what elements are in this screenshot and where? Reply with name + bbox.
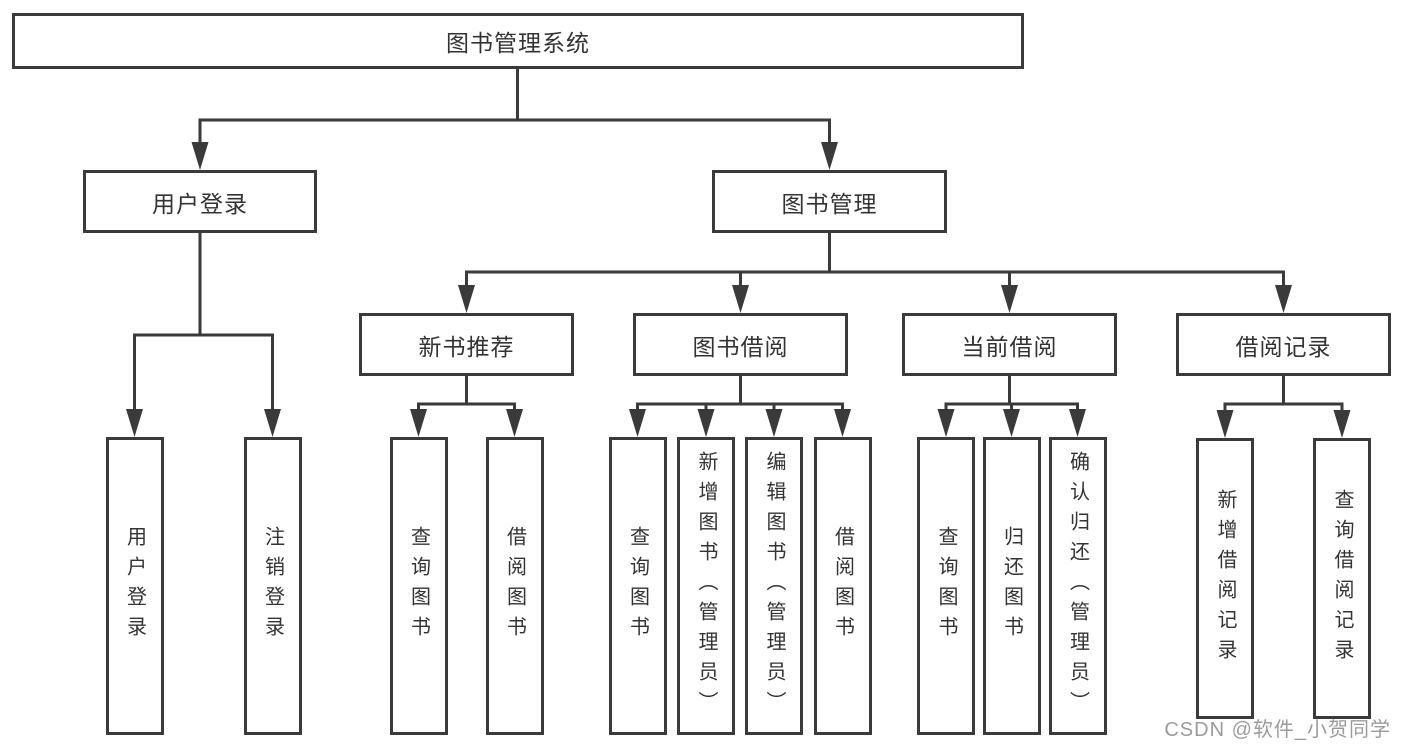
leaf-query-book-2: 查询图书 bbox=[608, 437, 667, 735]
leaf-logout-label: 注销登录 bbox=[261, 526, 284, 646]
leaf-user-login: 用户登录 bbox=[105, 437, 164, 735]
node-borrow-records: 借阅记录 bbox=[1176, 313, 1391, 376]
leaf-return-book: 归还图书 bbox=[982, 437, 1041, 735]
leaf-edit-book-admin-label: 编辑图书（管理员） bbox=[763, 451, 785, 721]
leaf-query-book-2-label: 查询图书 bbox=[626, 526, 649, 646]
leaf-add-book-admin-label: 新增图书（管理员） bbox=[695, 451, 717, 721]
leaf-add-borrow-record: 新增借阅记录 bbox=[1196, 438, 1254, 719]
leaf-user-login-label: 用户登录 bbox=[123, 526, 146, 646]
leaf-add-book-admin: 新增图书（管理员） bbox=[677, 437, 735, 735]
leaf-borrow-book-2-label: 借阅图书 bbox=[831, 526, 854, 646]
leaf-borrow-book-2: 借阅图书 bbox=[813, 437, 872, 735]
leaf-query-book-1: 查询图书 bbox=[389, 437, 448, 735]
node-root: 图书管理系统 bbox=[12, 13, 1024, 69]
node-new-book-recommend: 新书推荐 bbox=[359, 313, 574, 376]
node-book-management: 图书管理 bbox=[712, 170, 947, 233]
node-current-borrow: 当前借阅 bbox=[902, 313, 1117, 376]
leaf-edit-book-admin: 编辑图书（管理员） bbox=[745, 437, 803, 735]
leaf-query-borrow-record-label: 查询借阅记录 bbox=[1331, 488, 1353, 669]
leaf-logout: 注销登录 bbox=[243, 437, 302, 735]
leaf-query-book-1-label: 查询图书 bbox=[407, 526, 430, 646]
leaf-query-book-3-label: 查询图书 bbox=[935, 526, 957, 646]
leaf-confirm-return-admin-label: 确认归还（管理员） bbox=[1066, 451, 1089, 721]
leaf-borrow-book-1: 借阅图书 bbox=[485, 437, 544, 735]
leaf-query-borrow-record: 查询借阅记录 bbox=[1313, 438, 1371, 719]
leaf-query-book-3: 查询图书 bbox=[917, 437, 975, 735]
node-user-login: 用户登录 bbox=[83, 170, 317, 233]
leaf-borrow-book-1-label: 借阅图书 bbox=[503, 526, 526, 646]
node-book-borrow: 图书借阅 bbox=[633, 313, 848, 376]
leaf-add-borrow-record-label: 新增借阅记录 bbox=[1214, 488, 1236, 669]
csdn-watermark: CSDN @软件_小贺同学 bbox=[1164, 719, 1391, 741]
leaf-confirm-return-admin: 确认归还（管理员） bbox=[1048, 437, 1107, 735]
leaf-return-book-label: 归还图书 bbox=[1000, 526, 1023, 646]
